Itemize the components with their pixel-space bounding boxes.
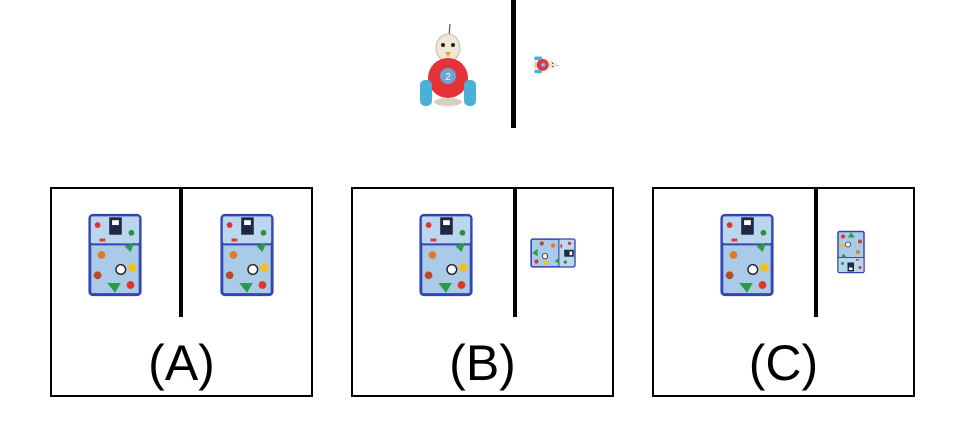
- lunch-bag-upside-down-icon: [837, 230, 865, 274]
- lunch-bag-icon: [88, 213, 142, 297]
- lunch-bag-rotated-icon: [530, 238, 576, 268]
- option-panel-b[interactable]: (B): [351, 187, 614, 397]
- reference-divider: [511, 0, 516, 128]
- option-panel-c[interactable]: (C): [652, 187, 915, 397]
- panel-divider: [814, 189, 818, 317]
- lunch-bag-icon-right: [220, 213, 274, 297]
- option-label: (B): [449, 335, 516, 391]
- option-label: (C): [748, 335, 819, 391]
- lunch-bag-icon: [720, 213, 774, 297]
- toy-bird-car-icon: [419, 23, 477, 107]
- option-label: (A): [148, 335, 215, 391]
- option-panel-a[interactable]: (A): [50, 187, 313, 397]
- toy-bird-car-small-icon: [534, 56, 560, 74]
- lunch-bag-icon: [419, 213, 473, 297]
- panel-divider: [179, 189, 183, 317]
- reference-area: [400, 0, 600, 130]
- panel-divider: [513, 189, 517, 317]
